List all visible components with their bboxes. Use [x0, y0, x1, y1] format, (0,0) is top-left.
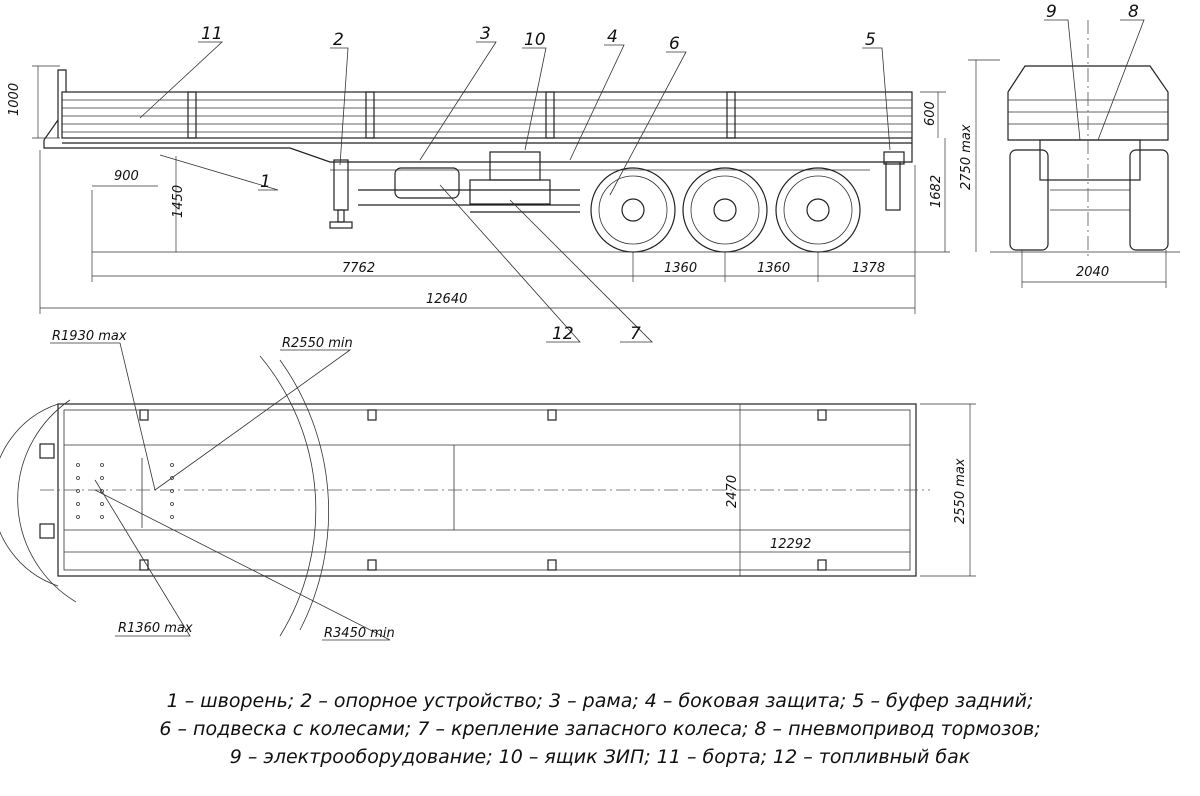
dim-r2550-min: R2550 min	[282, 336, 353, 351]
side-protection	[358, 189, 580, 213]
callout-3: 3	[480, 24, 491, 44]
dim-900: 900	[114, 169, 139, 184]
dim-1450: 1450	[171, 185, 186, 218]
kingpin-holes	[76, 463, 174, 519]
callout-9: 9	[1046, 2, 1057, 22]
callout-1: 1	[260, 172, 271, 192]
dim-2470: 2470	[725, 475, 740, 508]
side-view: 1000 600 900 1450 1682 2750 max 7762 136…	[7, 24, 974, 344]
callout-12: 12	[552, 324, 574, 344]
rear-buffer	[883, 151, 905, 211]
callout-8: 8	[1128, 2, 1139, 22]
dim-7762: 7762	[342, 261, 375, 276]
dim-2750-max: 2750 max	[959, 124, 974, 190]
side-boards	[43, 69, 913, 141]
frame	[43, 138, 913, 171]
dim-1378: 1378	[852, 261, 885, 276]
rear-view	[968, 19, 1180, 288]
legend-line-2: 6 – подвеска с колесами; 7 – крепление з…	[159, 718, 1041, 740]
spare-wheel-mount	[469, 179, 551, 205]
dim-2550-max: 2550 max	[953, 458, 968, 524]
legend-line-3: 9 – электрооборудование; 10 – ящик ЗИП; …	[229, 746, 971, 768]
dim-r3450-min: R3450 min	[324, 626, 395, 641]
callout-4: 4	[607, 27, 618, 47]
dim-1000: 1000	[7, 83, 22, 116]
tool-box	[489, 151, 541, 181]
callout-7: 7	[630, 324, 641, 344]
dim-1360-b: 1360	[757, 261, 790, 276]
callout-2: 2	[333, 30, 344, 50]
fuel-tank	[394, 167, 460, 199]
dim-r1360-max: R1360 max	[118, 621, 193, 636]
dim-2040: 2040	[1076, 265, 1109, 280]
dim-12292: 12292	[770, 537, 811, 552]
callout-6: 6	[669, 34, 680, 54]
dim-12640: 12640	[426, 292, 467, 307]
wheels	[590, 167, 861, 253]
dim-r1930-max: R1930 max	[52, 329, 127, 344]
callout-11: 11	[201, 24, 223, 44]
landing-gear	[329, 159, 353, 229]
callout-5: 5	[865, 30, 876, 50]
top-view	[0, 342, 976, 641]
technical-drawing: 1000 600 900 1450 1682 2750 max 7762 136…	[0, 2, 1180, 641]
dim-1682: 1682	[929, 175, 944, 208]
dim-600: 600	[923, 101, 938, 126]
side-dimensions	[32, 65, 950, 314]
dim-1360-a: 1360	[664, 261, 697, 276]
callout-leaders	[139, 41, 891, 343]
legend-line-1: 1 – шворень; 2 – опорное устройство; 3 –…	[166, 690, 1034, 712]
callout-10: 10	[524, 30, 546, 50]
